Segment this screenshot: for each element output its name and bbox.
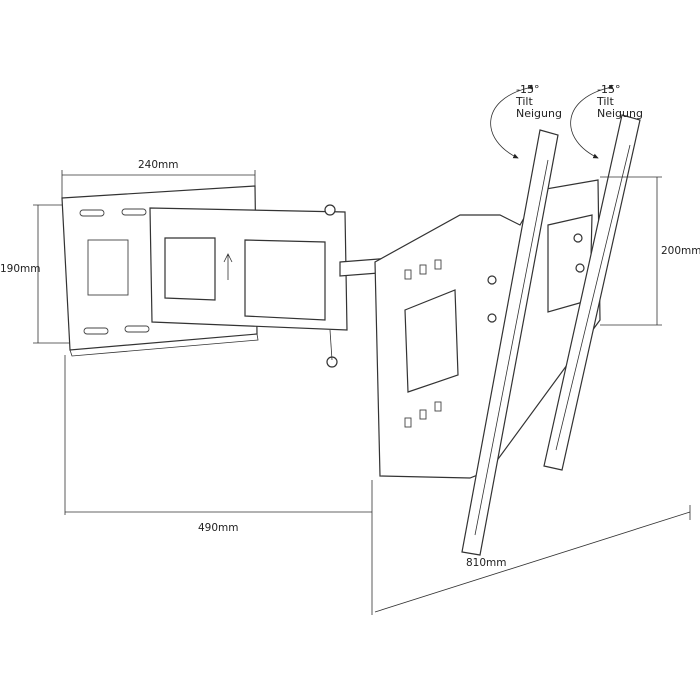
tilt-label-right: -15° Tilt Neigung [597, 83, 643, 121]
primary-arm [149, 204, 348, 368]
dimension-lines [33, 170, 691, 615]
tilt-label-left: -15° Tilt Neigung [516, 83, 562, 121]
tilt-rails [461, 114, 641, 556]
dim-wall-plate-height: 190mm [0, 263, 41, 275]
dim-bracket-width: 810mm [466, 557, 507, 569]
dim-wall-plate-width: 240mm [138, 159, 179, 171]
tilt-arrow-icon [490, 84, 534, 159]
dim-extension-depth: 490mm [198, 522, 239, 534]
tilt-arrow-icon [570, 84, 614, 159]
tilt-text-en: Tilt [516, 95, 533, 109]
dim-bracket-height: 200mm [661, 245, 700, 257]
tilt-angle: -15° [597, 83, 621, 96]
tilt-text-de: Neigung [516, 107, 562, 121]
tilt-text-en: Tilt [597, 95, 614, 109]
bracket-plate [374, 179, 601, 479]
arrow-up-icon [223, 253, 233, 280]
tilt-angle: -15° [516, 83, 540, 96]
tilt-text-de: Neigung [597, 107, 643, 121]
